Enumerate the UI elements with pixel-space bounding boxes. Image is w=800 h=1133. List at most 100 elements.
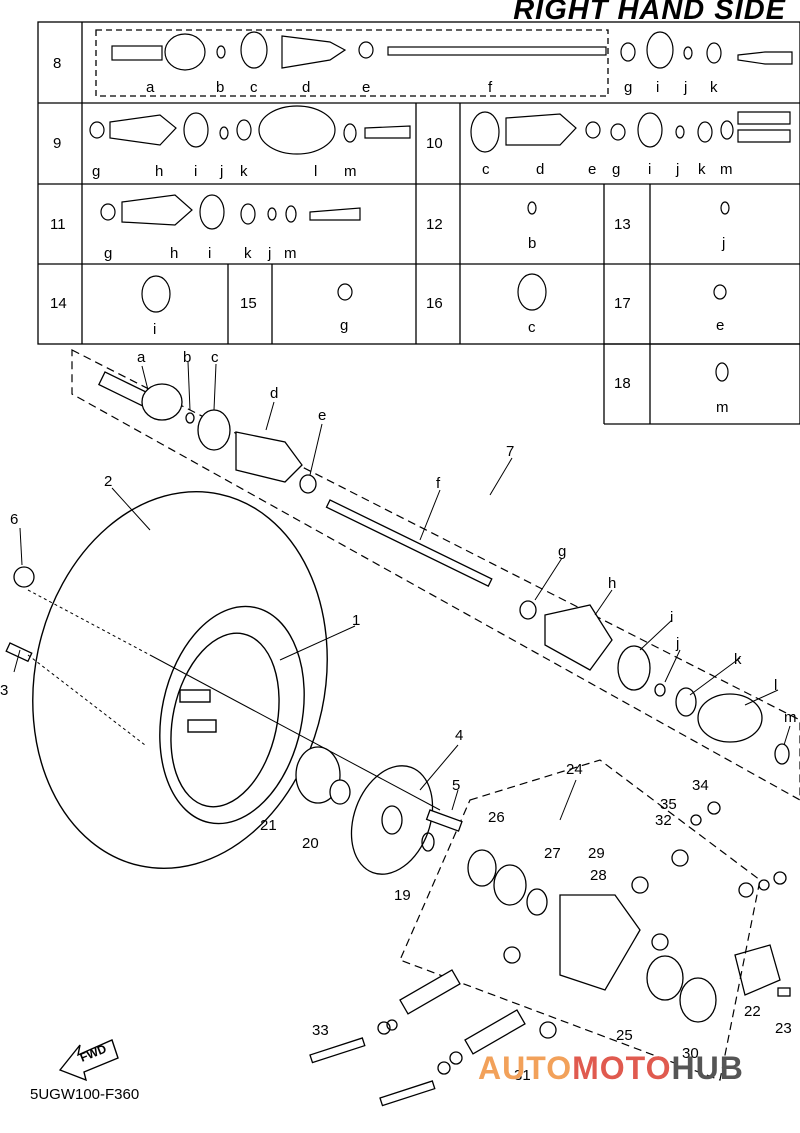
svg-text:d: d <box>302 79 310 96</box>
svg-text:2: 2 <box>104 473 112 490</box>
svg-text:1: 1 <box>352 612 360 629</box>
svg-text:33: 33 <box>312 1022 329 1039</box>
watermark: AUTOMOTOHUB <box>478 1050 744 1087</box>
diagram-code: 5UGW100-F360 <box>30 1086 140 1103</box>
svg-text:i: i <box>153 321 156 338</box>
svg-text:c: c <box>250 79 258 96</box>
svg-text:m: m <box>716 399 729 416</box>
svg-text:b: b <box>528 235 536 252</box>
svg-text:29: 29 <box>588 845 605 862</box>
svg-text:g: g <box>104 245 112 262</box>
svg-text:k: k <box>244 245 252 262</box>
svg-text:25: 25 <box>616 1027 633 1044</box>
hub-parts <box>5 566 791 1107</box>
svg-text:b: b <box>183 349 191 366</box>
svg-text:k: k <box>710 79 718 96</box>
svg-text:m: m <box>784 709 797 726</box>
svg-text:h: h <box>608 575 616 592</box>
svg-text:a: a <box>137 349 146 366</box>
number-callouts: 1 2 3 4 5 6 7 19 20 21 22 23 24 25 26 27… <box>0 443 792 1084</box>
svg-text:i: i <box>670 609 673 626</box>
svg-text:26: 26 <box>488 809 505 826</box>
svg-text:31: 31 <box>514 1067 531 1084</box>
svg-text:g: g <box>612 161 620 178</box>
svg-text:e: e <box>588 161 596 178</box>
drive-shaft-assembly <box>97 371 790 765</box>
row-num-16: 16 <box>426 295 443 312</box>
watermark-part1: AUTO <box>478 1050 573 1086</box>
svg-text:j: j <box>721 235 725 252</box>
watermark-part2: MOTO <box>572 1050 672 1086</box>
svg-text:h: h <box>155 163 163 180</box>
svg-text:i: i <box>194 163 197 180</box>
svg-text:m: m <box>284 245 297 262</box>
svg-text:28: 28 <box>590 867 607 884</box>
svg-text:j: j <box>267 245 271 262</box>
row-num-11: 11 <box>50 216 66 233</box>
svg-text:b: b <box>216 79 224 96</box>
row-num-13: 13 <box>614 216 631 233</box>
svg-text:d: d <box>270 385 278 402</box>
svg-text:32: 32 <box>655 812 672 829</box>
svg-text:l: l <box>314 163 317 180</box>
svg-text:3: 3 <box>0 682 8 699</box>
row-num-17: 17 <box>614 295 631 312</box>
svg-text:i: i <box>208 245 211 262</box>
svg-text:f: f <box>488 79 493 96</box>
svg-text:19: 19 <box>394 887 411 904</box>
svg-text:k: k <box>698 161 706 178</box>
svg-text:22: 22 <box>744 1003 761 1020</box>
svg-text:a: a <box>146 79 155 96</box>
svg-text:g: g <box>624 79 632 96</box>
row-num-18: 18 <box>614 375 631 392</box>
fwd-arrow: FWD <box>58 1039 119 1082</box>
svg-text:m: m <box>344 163 357 180</box>
watermark-part3: HUB <box>671 1050 744 1086</box>
svg-text:i: i <box>656 79 659 96</box>
kit-table <box>37 21 800 425</box>
table-row-numbers: 8 9 10 11 12 13 14 15 16 17 18 <box>50 55 631 392</box>
assembly-boundaries <box>71 349 800 1081</box>
svg-text:7: 7 <box>506 443 514 460</box>
svg-text:c: c <box>211 349 219 366</box>
svg-text:30: 30 <box>682 1045 699 1062</box>
svg-text:k: k <box>734 651 742 668</box>
svg-text:34: 34 <box>692 777 709 794</box>
svg-text:g: g <box>92 163 100 180</box>
svg-text:i: i <box>648 161 651 178</box>
row-num-8: 8 <box>53 55 61 72</box>
svg-text:f: f <box>436 475 441 492</box>
svg-text:c: c <box>482 161 490 178</box>
svg-text:d: d <box>536 161 544 178</box>
svg-text:h: h <box>170 245 178 262</box>
svg-text:6: 6 <box>10 511 18 528</box>
svg-text:21: 21 <box>260 817 277 834</box>
svg-text:4: 4 <box>455 727 463 744</box>
table-letters: a b c d e f g i j k g h i j k l m c d e … <box>92 79 733 416</box>
svg-text:l: l <box>774 677 777 694</box>
svg-text:j: j <box>675 161 679 178</box>
svg-text:k: k <box>240 163 248 180</box>
wheel-tire <box>32 491 328 869</box>
svg-text:j: j <box>219 163 223 180</box>
svg-text:20: 20 <box>302 835 319 852</box>
svg-text:e: e <box>362 79 370 96</box>
svg-text:24: 24 <box>566 761 583 778</box>
svg-text:27: 27 <box>544 845 561 862</box>
svg-text:j: j <box>675 635 679 652</box>
svg-text:23: 23 <box>775 1020 792 1037</box>
svg-text:m: m <box>720 161 733 178</box>
leader-lines <box>13 361 791 821</box>
svg-text:j: j <box>683 79 687 96</box>
row-num-9: 9 <box>53 135 61 152</box>
svg-text:5: 5 <box>452 777 460 794</box>
svg-text:e: e <box>716 317 724 334</box>
svg-text:g: g <box>340 317 348 334</box>
row-num-10: 10 <box>426 135 443 152</box>
svg-text:g: g <box>558 543 566 560</box>
row-num-12: 12 <box>426 216 443 233</box>
svg-text:e: e <box>318 407 326 424</box>
table-part-sketches <box>89 31 793 382</box>
row-num-14: 14 <box>50 295 67 312</box>
